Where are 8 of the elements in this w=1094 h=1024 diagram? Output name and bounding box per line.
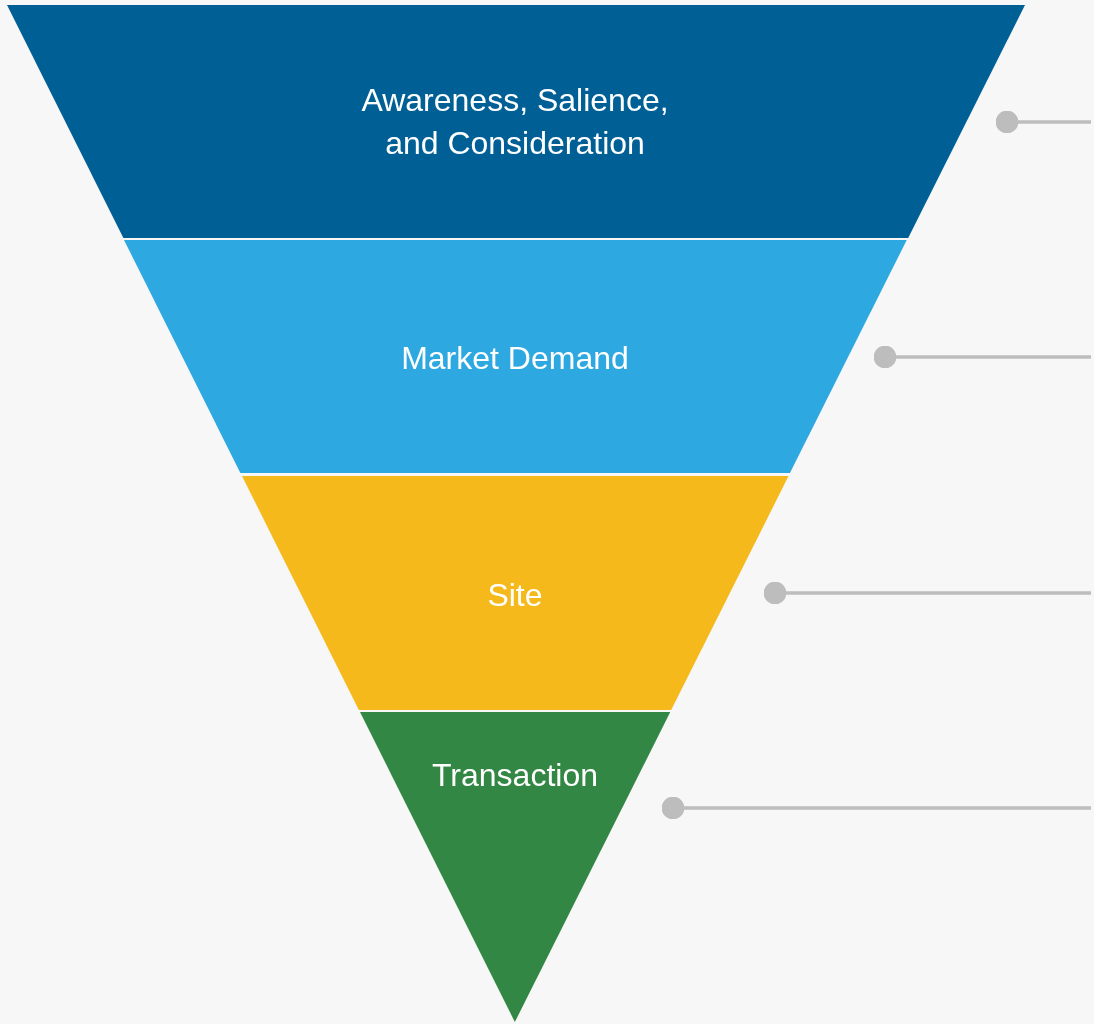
stage-label: Awareness, Salience, and Consideration	[360, 81, 670, 163]
leader-line	[995, 110, 1091, 134]
leader-line	[873, 345, 1091, 369]
stage-label: Transaction	[431, 755, 599, 795]
stage-label: Site	[486, 575, 544, 615]
stage-label: Market Demand	[400, 338, 630, 378]
leader-line	[763, 581, 1091, 605]
leader-line	[661, 796, 1091, 820]
